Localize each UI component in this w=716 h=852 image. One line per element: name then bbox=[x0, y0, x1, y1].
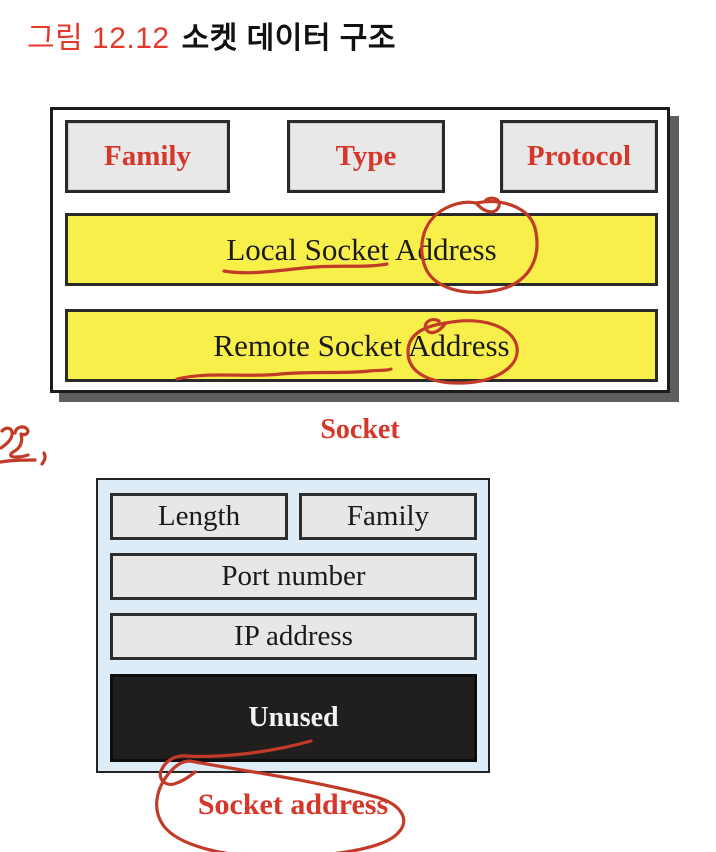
figure-number: 그림 12.12 bbox=[27, 22, 170, 55]
field-remote-socket-address: Remote Socket Address bbox=[65, 309, 658, 382]
field-family-2: Family bbox=[299, 493, 477, 540]
field-type: Type bbox=[287, 120, 445, 193]
socket-caption: Socket bbox=[320, 414, 400, 445]
field-port-number: Port number bbox=[110, 553, 477, 600]
field-length: Length bbox=[110, 493, 288, 540]
pen-margin-scribble2-icon bbox=[9, 425, 30, 459]
socket-address-struct-diagram: Length Family Port number IP address Unu… bbox=[96, 478, 490, 773]
figure-title-text: 소켓 데이터 구조 bbox=[181, 22, 396, 55]
pen-margin-comma-icon bbox=[40, 451, 47, 466]
field-ip-address: IP address bbox=[110, 613, 477, 660]
figure-title: 그림 12.12 소켓 데이터 구조 bbox=[27, 13, 396, 57]
pen-margin-underline-icon bbox=[0, 458, 37, 464]
pen-margin-scribble-icon bbox=[0, 426, 14, 450]
field-family: Family bbox=[65, 120, 230, 193]
field-unused: Unused bbox=[110, 674, 477, 762]
field-protocol: Protocol bbox=[500, 120, 658, 193]
field-local-socket-address: Local Socket Address bbox=[65, 213, 658, 286]
socket-address-caption: Socket address bbox=[197, 788, 389, 821]
socket-struct-diagram: Family Type Protocol Local Socket Addres… bbox=[50, 107, 670, 393]
